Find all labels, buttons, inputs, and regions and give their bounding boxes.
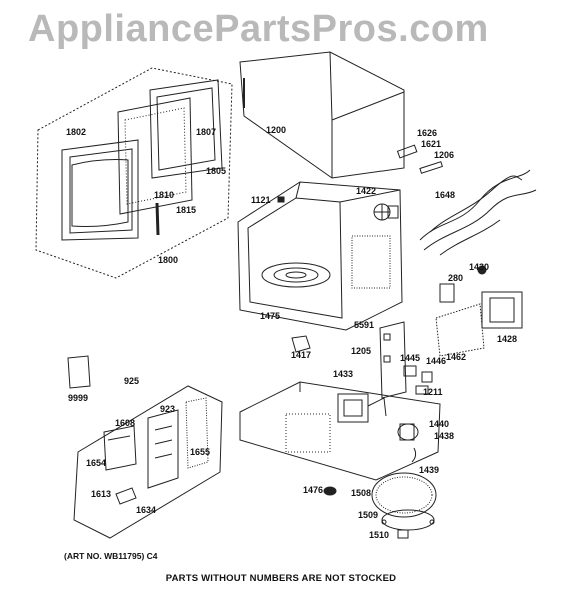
part-label-1446: 1446 [426, 356, 447, 366]
part-label-1422: 1422 [356, 186, 377, 196]
part-label-1815: 1815 [176, 205, 197, 215]
nameplate-1608 [103, 425, 137, 471]
turntable-motor [397, 423, 419, 463]
outer-case [239, 51, 405, 179]
part-label-1613: 1613 [91, 489, 112, 499]
base-plate [239, 381, 441, 481]
coupler [397, 529, 409, 539]
part-label-1626: 1626 [417, 128, 438, 138]
part-label-9999: 9999 [68, 393, 89, 403]
part-label-1634: 1634 [136, 505, 157, 515]
part-label-1805: 1805 [206, 166, 227, 176]
part-label-1205: 1205 [351, 346, 372, 356]
part-label-1810: 1810 [154, 190, 175, 200]
part-label-1462: 1462 [446, 352, 467, 362]
switch-1445 [403, 365, 417, 377]
part-label-280: 280 [448, 273, 464, 283]
control-bracket [379, 321, 407, 399]
door-latch [155, 202, 160, 236]
part-label-1417: 1417 [291, 350, 312, 360]
footer-note: PARTS WITHOUT NUMBERS ARE NOT STOCKED [165, 573, 397, 584]
part-label-1445: 1445 [400, 353, 421, 363]
door-panel [117, 79, 223, 215]
part-label-1508: 1508 [351, 488, 372, 498]
part-label-1206: 1206 [434, 150, 455, 160]
art-number: (ART NO. WB11795) C4 [64, 551, 158, 561]
part-label-1509: 1509 [358, 510, 379, 520]
latch-1634 [115, 487, 137, 505]
watermark: AppliancePartsPros.com [28, 8, 489, 50]
control-panel [147, 409, 179, 489]
switch-1211 [415, 385, 429, 395]
part-label-5591: 5591 [354, 320, 375, 330]
owners-manual [67, 355, 91, 389]
part-label-1440: 1440 [429, 419, 450, 429]
part-label-1200: 1200 [266, 125, 287, 135]
roller-ring [381, 509, 435, 531]
part-label-1807: 1807 [196, 127, 217, 137]
switch-1446 [421, 371, 433, 383]
part-label-1430: 1430 [469, 262, 490, 272]
sensor [419, 161, 444, 174]
screw [277, 196, 285, 203]
part-label-1121: 1121 [251, 195, 271, 205]
part-label-1476: 1476 [303, 485, 324, 495]
fuse [477, 265, 487, 275]
part-label-1211: 1211 [423, 387, 443, 397]
part-label-1428: 1428 [497, 334, 518, 344]
part-label-1648: 1648 [435, 190, 456, 200]
part-label-1433: 1433 [333, 369, 354, 379]
clip [291, 335, 311, 353]
magnetron [337, 393, 387, 423]
part-label-1800: 1800 [158, 255, 179, 265]
thermal-fuse [396, 144, 418, 159]
transformer [481, 291, 523, 329]
wave-guide-cover [435, 303, 485, 357]
door-frame [61, 139, 139, 241]
oven-cavity [237, 181, 403, 331]
foot [323, 486, 337, 496]
lamp-socket [439, 283, 455, 303]
keypad-1655 [185, 397, 209, 469]
part-label-1621: 1621 [421, 139, 442, 149]
wire-harness [419, 169, 537, 256]
part-label-1655: 1655 [190, 447, 211, 457]
part-label-1475: 1475 [260, 311, 281, 321]
door-assembly-outline [35, 67, 233, 279]
part-label-1510: 1510 [369, 530, 390, 540]
part-label-1439: 1439 [419, 465, 440, 475]
part-label-1438: 1438 [434, 431, 455, 441]
fan-motor [373, 203, 399, 221]
control-panel-outline [73, 385, 223, 539]
part-label-1802: 1802 [66, 127, 87, 137]
part-label-1654: 1654 [86, 458, 107, 468]
part-label-925: 925 [124, 376, 140, 386]
turntable-tray [371, 472, 437, 518]
part-label-923: 923 [160, 404, 176, 414]
part-label-1608: 1608 [115, 418, 136, 428]
